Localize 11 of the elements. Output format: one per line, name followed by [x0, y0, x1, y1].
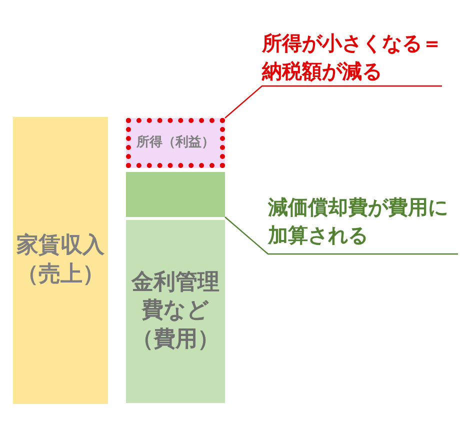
- expense-bar: [126, 220, 225, 403]
- leader-line: [224, 85, 442, 118]
- bar-label: 家賃収入（売上）: [16, 232, 106, 288]
- depreciation-block: [126, 172, 225, 217]
- leader-line: [224, 216, 458, 255]
- income-block: [126, 118, 225, 168]
- revenue-bar: [13, 117, 108, 404]
- bar-label: 金利管理費など（費用）: [130, 268, 220, 354]
- bar-label: 所得（利益）: [136, 134, 214, 152]
- callout-text: 減価償却費が費用に加算される: [268, 194, 449, 249]
- callout-text: 所得が小さくなる＝納税額が減る: [262, 30, 442, 85]
